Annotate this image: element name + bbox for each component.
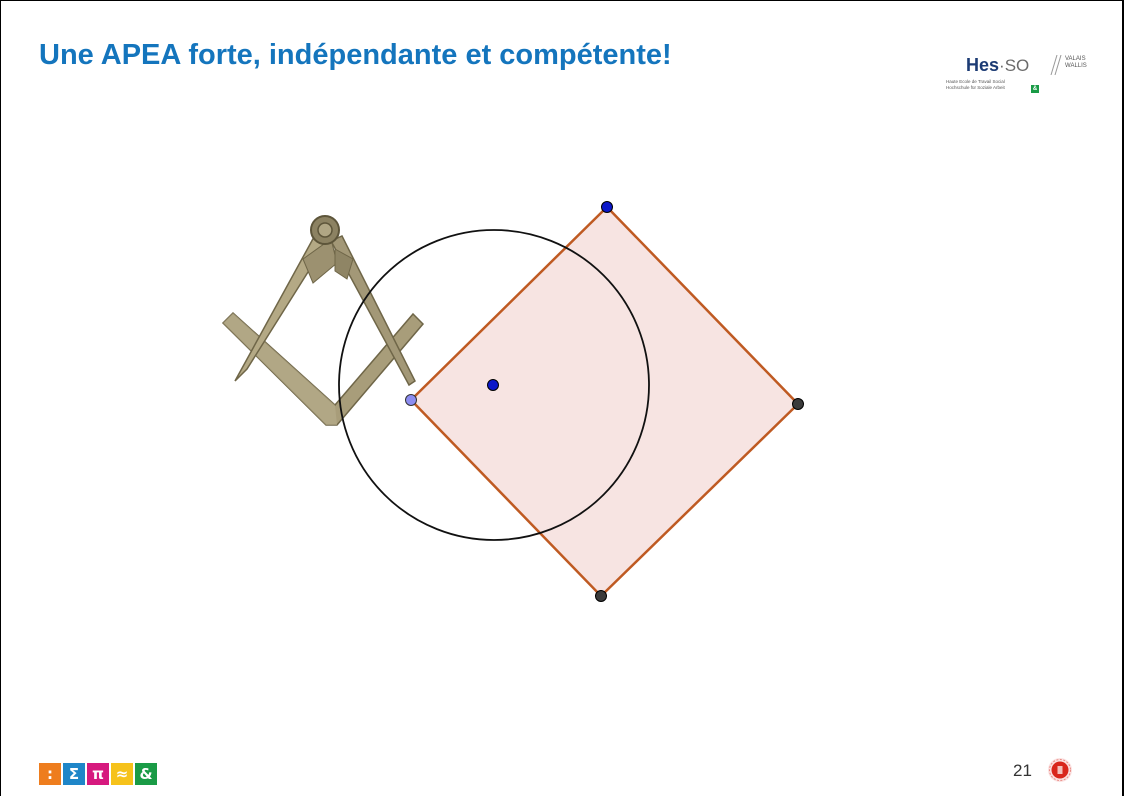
badge-colon: : [39,763,61,785]
square-left-vertex [405,394,417,406]
logo-wordmark-suffix: ·SO [999,56,1030,75]
logo-subtitle: Haute Ecole de Travail Social Hochschule… [946,79,1005,91]
badge-ampersand: & [135,763,157,785]
circle-center-point [487,379,499,391]
compass-and-square-icon [221,215,425,426]
circle-shape [338,229,650,541]
footer-badges: : Σ π ≈ & [39,763,157,787]
logo-region-line1: VALAIS [1065,56,1086,62]
logo-slash-icon [1050,55,1062,75]
badge-sigma: Σ [63,763,85,785]
badge-pi: π [87,763,109,785]
page-number: 21 [1013,761,1032,780]
logo-region-line2: WALLIS [1065,63,1087,69]
page-title: Une APEA forte, indépendante et compéten… [39,39,672,71]
logo-region: VALAIS WALLIS [1065,56,1087,70]
logo-badge: & [1031,85,1039,93]
square-top-vertex [601,201,613,213]
logo-subtitle-line1: Haute Ecole de Travail Social [946,79,1005,84]
square-right-vertex [792,398,804,410]
badge-approx: ≈ [111,763,133,785]
square-bottom-vertex [595,590,607,602]
hes-so-logo: Hes·SO VALAIS WALLIS Haute Ecole de Trav… [944,55,1087,107]
seal-icon [1048,758,1072,782]
logo-subtitle-line2: Hochschule für Soziale Arbeit [946,85,1005,90]
logo-wordmark: Hes·SO [966,55,1029,76]
logo-wordmark-bold: Hes [966,55,1000,75]
